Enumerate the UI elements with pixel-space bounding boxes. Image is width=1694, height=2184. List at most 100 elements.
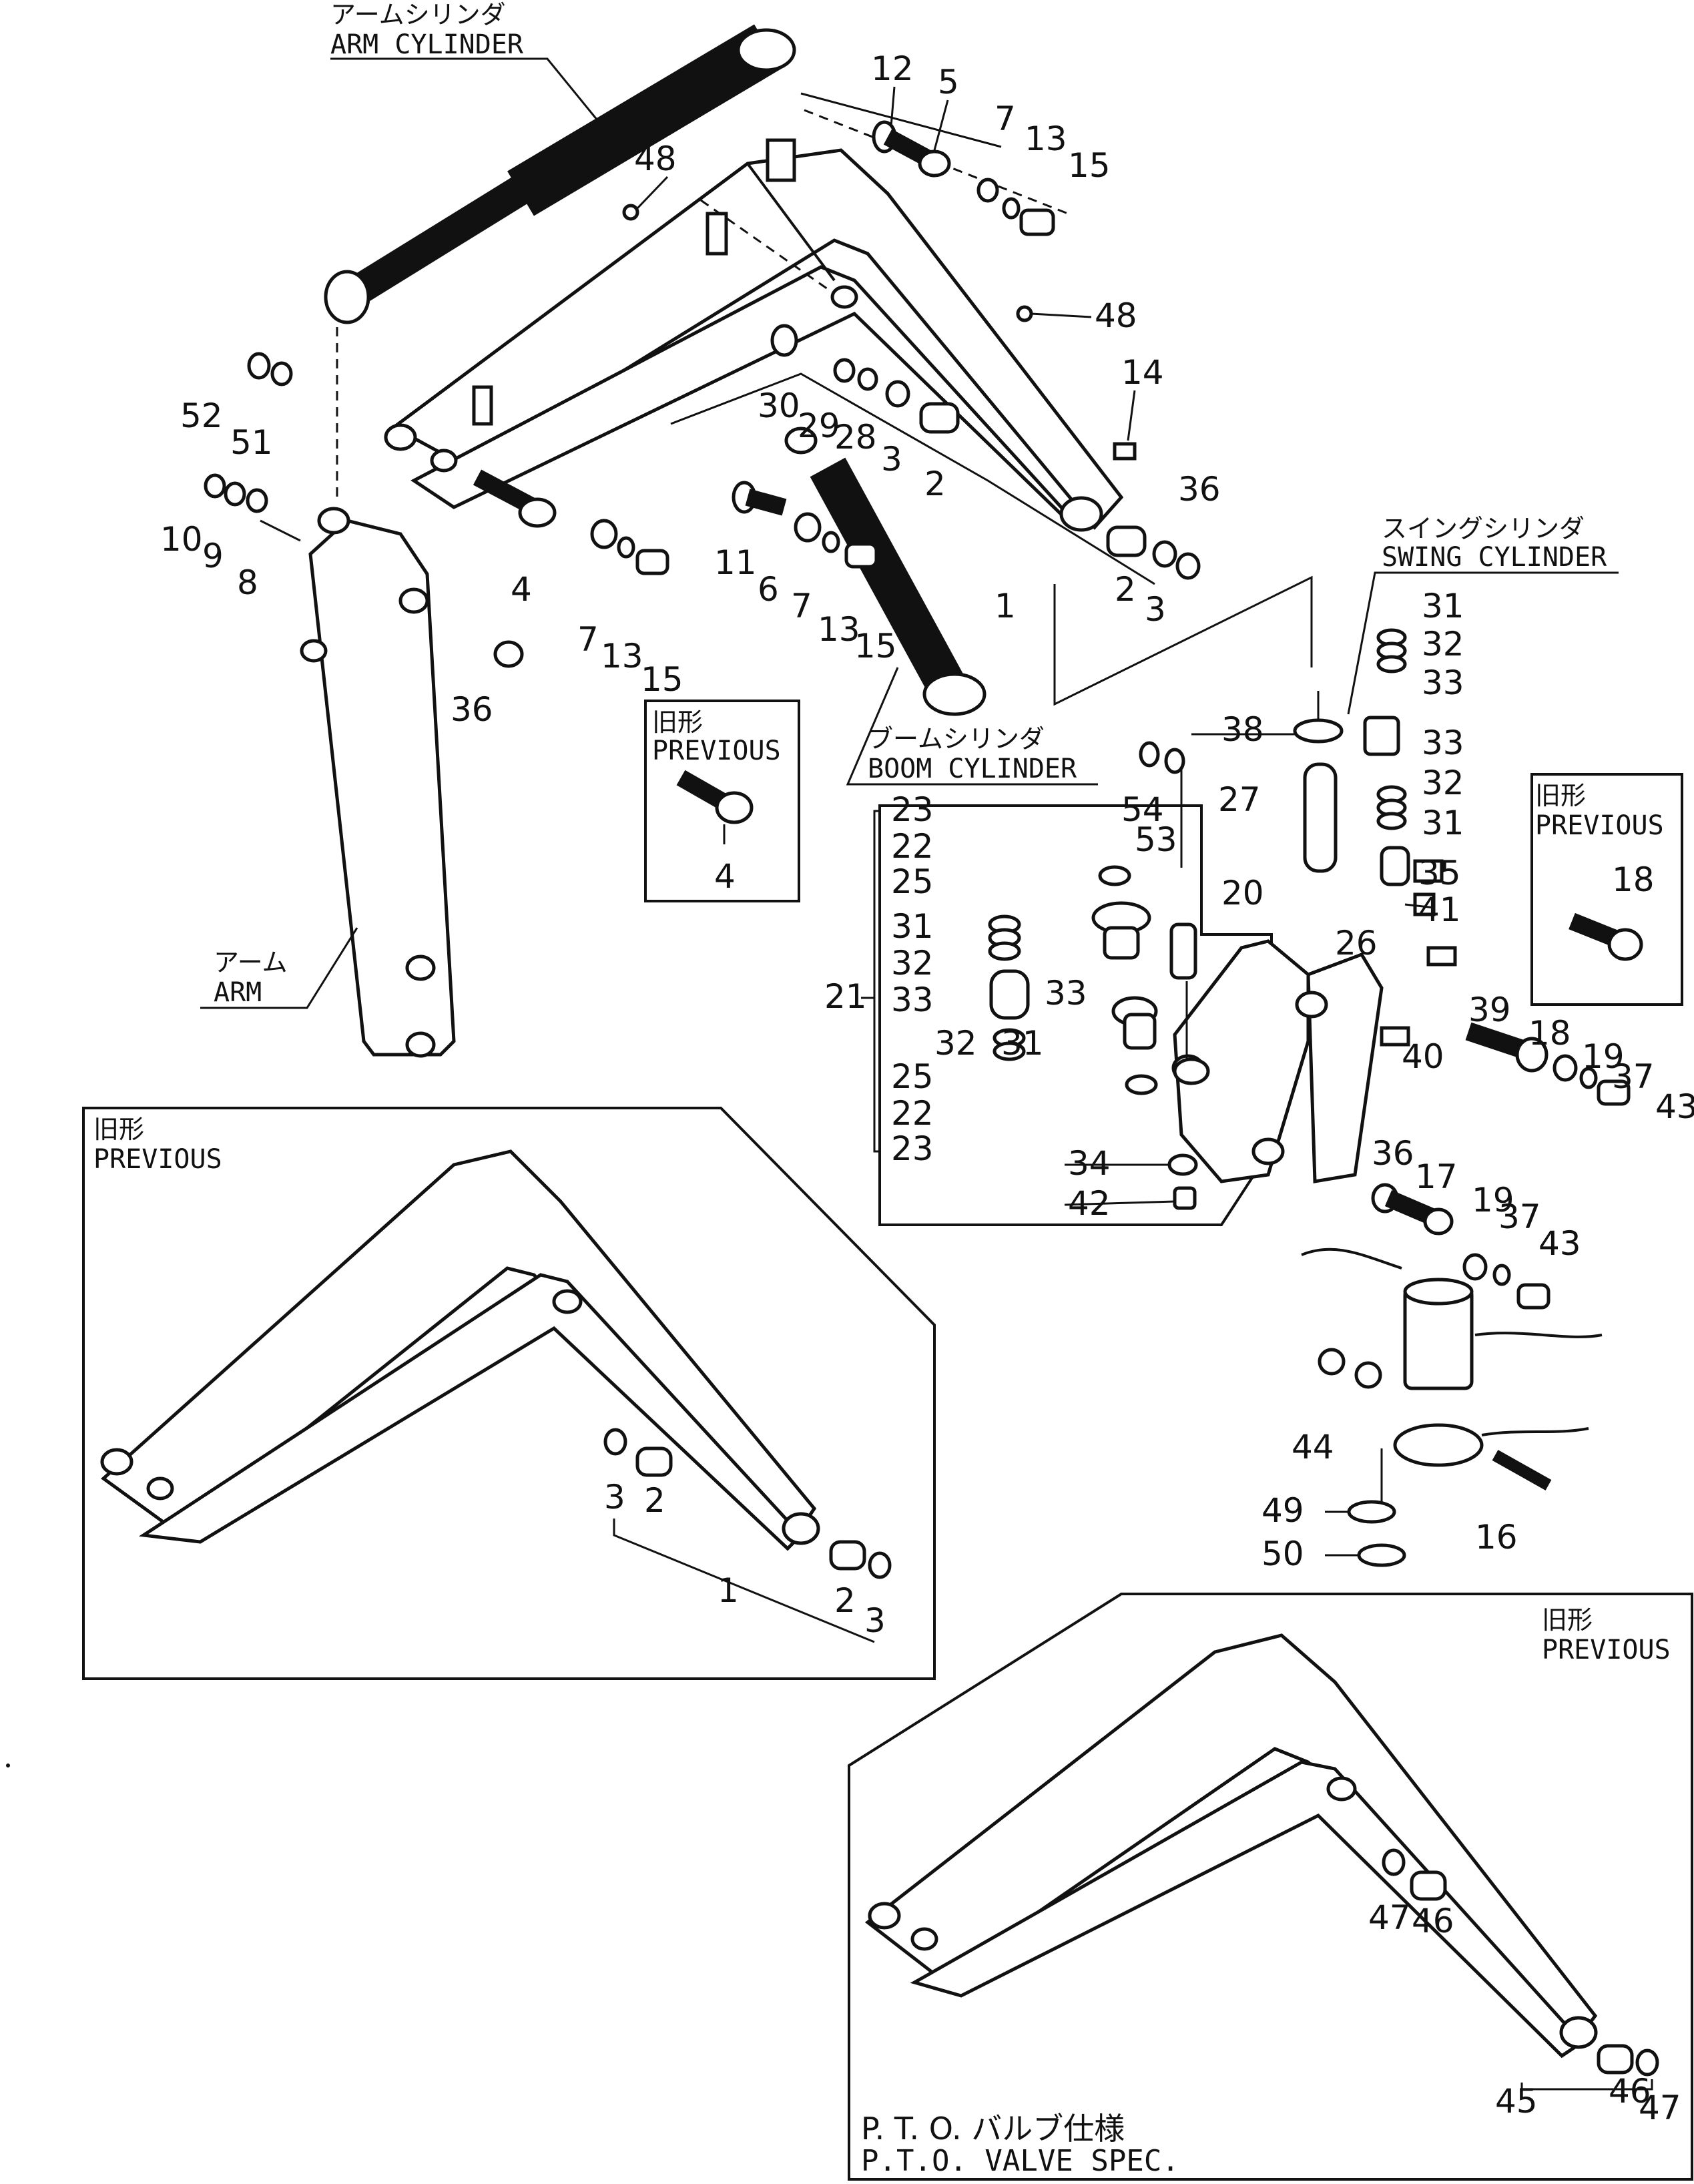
svg-text:2: 2 (1115, 570, 1136, 609)
svg-text:4: 4 (714, 857, 736, 896)
svg-text:13: 13 (601, 637, 643, 675)
svg-text:4: 4 (511, 570, 532, 609)
svg-text:12: 12 (871, 49, 914, 88)
previous-pin-4-drawing (676, 770, 754, 844)
svg-text:31: 31 (1422, 587, 1464, 625)
svg-text:5: 5 (938, 63, 959, 101)
svg-text:36: 36 (1178, 470, 1221, 509)
svg-text:22: 22 (891, 827, 934, 866)
svg-text:旧形: 旧形 (652, 708, 703, 737)
svg-text:2: 2 (644, 1481, 665, 1520)
previous-pin-18-drawing (1569, 912, 1643, 961)
svg-text:P.T.O. VALVE SPEC.: P.T.O. VALVE SPEC. (861, 2144, 1179, 2178)
caption-arm-cylinder: アームシリンダ ARM CYLINDER (330, 0, 599, 121)
swing-cylinder-pin (1303, 691, 1400, 873)
svg-text:旧形: 旧形 (1535, 781, 1586, 810)
svg-text:41: 41 (1418, 890, 1461, 929)
inset-frame-previous-pin4 (644, 700, 800, 902)
svg-text:27: 27 (1218, 780, 1261, 819)
svg-text:2: 2 (834, 1581, 856, 1620)
arm-cylinder (324, 24, 796, 501)
svg-text:1: 1 (718, 1571, 739, 1610)
svg-text:43: 43 (1538, 1224, 1581, 1263)
svg-text:8: 8 (237, 563, 258, 602)
svg-text:23: 23 (891, 1129, 934, 1168)
inset-title-pto-previous: 旧形 PREVIOUS (1542, 1605, 1671, 1665)
svg-text:P. T. O. バルブ仕様: P. T. O. バルブ仕様 (861, 2111, 1125, 2147)
svg-text:44: 44 (1292, 1428, 1334, 1466)
svg-text:10: 10 (160, 520, 203, 559)
svg-text:25: 25 (891, 862, 934, 901)
svg-text:16: 16 (1475, 1518, 1518, 1557)
svg-text:3: 3 (1145, 590, 1166, 629)
svg-text:50: 50 (1261, 1535, 1304, 1573)
svg-text:20: 20 (1221, 874, 1264, 912)
caption-boom-cylinder: ブームシリンダ BOOM CYLINDER (846, 667, 1098, 786)
svg-text:48: 48 (1095, 296, 1137, 335)
svg-text:SWING CYLINDER: SWING CYLINDER (1382, 542, 1607, 573)
svg-text:49: 49 (1261, 1491, 1304, 1530)
svg-text:31: 31 (891, 907, 934, 946)
svg-text:15: 15 (854, 627, 897, 665)
svg-text:48: 48 (634, 140, 677, 178)
boom-cylinder (784, 427, 986, 716)
svg-text:36: 36 (451, 690, 493, 729)
svg-text:PREVIOUS: PREVIOUS (93, 1144, 222, 1175)
svg-text:46: 46 (1412, 1902, 1454, 1940)
svg-text:7: 7 (577, 620, 599, 659)
svg-text:40: 40 (1402, 1037, 1444, 1076)
svg-text:14: 14 (1121, 353, 1164, 392)
swing-bracket (1171, 939, 1384, 1183)
arm (300, 507, 456, 1058)
svg-text:BOOM CYLINDER: BOOM CYLINDER (868, 754, 1077, 784)
svg-text:38: 38 (1221, 710, 1264, 749)
swing-post (1301, 1248, 1603, 1502)
svg-text:31: 31 (1422, 804, 1464, 842)
svg-text:PREVIOUS: PREVIOUS (1535, 810, 1664, 841)
svg-text:3: 3 (604, 1478, 625, 1517)
svg-text:旧形: 旧形 (93, 1115, 144, 1144)
svg-text:PREVIOUS: PREVIOUS (1542, 1635, 1671, 1665)
svg-text:22: 22 (891, 1094, 934, 1133)
pto-boom-drawing (864, 1633, 1659, 2077)
svg-text:39: 39 (1468, 991, 1511, 1029)
svg-text:30: 30 (758, 386, 800, 425)
svg-text:35: 35 (1418, 854, 1461, 892)
svg-text:15: 15 (1068, 146, 1111, 185)
svg-text:31: 31 (1001, 1024, 1044, 1063)
svg-text:17: 17 (1415, 1157, 1458, 1196)
svg-text:45: 45 (1495, 2082, 1538, 2121)
svg-text:43: 43 (1655, 1087, 1694, 1126)
svg-text:47: 47 (1368, 1898, 1411, 1937)
svg-text:スイングシリンダ: スイングシリンダ (1382, 514, 1585, 543)
svg-text:51: 51 (230, 423, 273, 462)
svg-text:32: 32 (891, 944, 934, 983)
svg-text:2: 2 (924, 465, 946, 503)
svg-text:32: 32 (1422, 625, 1464, 663)
svg-text:52: 52 (180, 396, 223, 435)
svg-text:アーム: アーム (214, 948, 288, 977)
svg-text:ブームシリンダ: ブームシリンダ (868, 724, 1045, 754)
svg-text:ARM: ARM (214, 977, 262, 1008)
svg-text:53: 53 (1135, 820, 1177, 859)
svg-text:19: 19 (1472, 1181, 1514, 1219)
caption-swing-cylinder: スイングシリンダ SWING CYLINDER (1347, 514, 1619, 715)
svg-text:25: 25 (891, 1057, 934, 1096)
svg-text:47: 47 (1639, 2089, 1681, 2127)
svg-text:3: 3 (864, 1601, 886, 1640)
svg-text:9: 9 (202, 537, 224, 575)
svg-text:アームシリンダ: アームシリンダ (330, 0, 506, 29)
svg-text:13: 13 (818, 610, 860, 649)
svg-text:32: 32 (934, 1024, 977, 1063)
svg-text:PREVIOUS: PREVIOUS (652, 736, 781, 766)
svg-text:33: 33 (1422, 663, 1464, 702)
scan-speck (6, 1763, 10, 1767)
caption-pto-valve-spec: P. T. O. バルブ仕様 P.T.O. VALVE SPEC. (861, 2111, 1179, 2178)
svg-text:6: 6 (758, 570, 779, 609)
svg-text:29: 29 (798, 406, 840, 445)
svg-text:28: 28 (834, 418, 877, 457)
inset-title-previous-pin18: 旧形 PREVIOUS 18 (1535, 781, 1664, 899)
svg-text:18: 18 (1528, 1014, 1571, 1053)
callout-numbers: 12 5 7 13 15 48 48 14 30 29 28 3 2 36 1 … (160, 49, 1694, 2127)
